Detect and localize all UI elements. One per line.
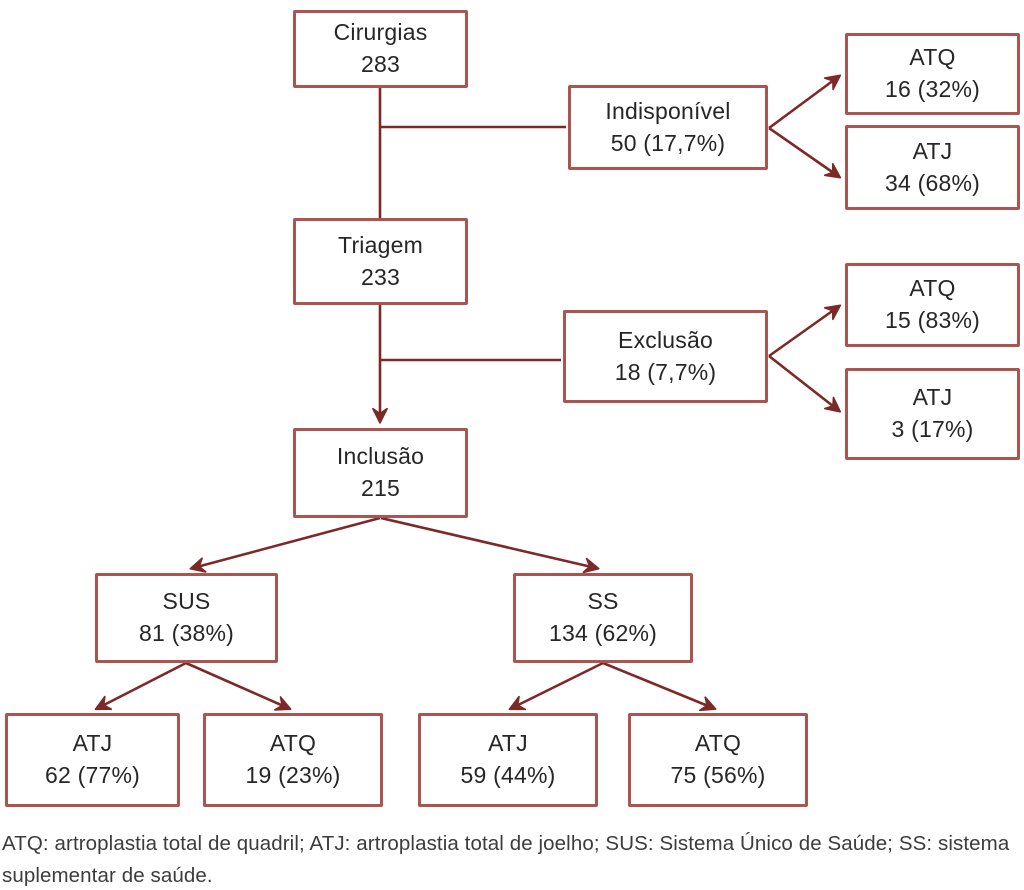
node-label: ATQ	[909, 44, 956, 71]
node-label: SUS	[162, 588, 211, 615]
node-atq-ss: ATQ 75 (56%)	[628, 713, 808, 807]
node-value: 50 (17,7%)	[610, 129, 726, 156]
connector-lines	[94, 74, 842, 712]
node-value: 81 (38%)	[139, 620, 234, 646]
node-cirurgias: Cirurgias 283	[293, 10, 468, 88]
node-label: ATQ	[269, 730, 317, 757]
node-atj-ss: ATJ 59 (44%)	[418, 713, 598, 807]
node-value: 59 (44%)	[460, 762, 556, 788]
node-value: 134 (62%)	[549, 620, 657, 646]
node-ss: SS 134 (62%)	[513, 573, 693, 663]
node-label: ATJ	[912, 137, 953, 164]
node-value: 75 (56%)	[670, 762, 766, 788]
node-value: 215	[361, 475, 400, 501]
node-value: 233	[361, 263, 400, 290]
node-value: 283	[361, 51, 400, 77]
node-label: ATJ	[72, 730, 113, 757]
node-label: Inclusão	[336, 443, 425, 470]
node-label: Exclusão	[618, 326, 713, 353]
node-label: ATJ	[912, 384, 953, 411]
legend-caption: ATQ: artroplastia total de quadril; ATJ:…	[2, 832, 1010, 887]
node-label: Indisponível	[605, 97, 731, 124]
node-atj-exclusao: ATJ 3 (17%)	[845, 368, 1020, 460]
node-sus: SUS 81 (38%)	[95, 573, 278, 663]
node-label: ATQ	[694, 730, 742, 757]
node-value: 19 (23%)	[245, 762, 341, 788]
node-inclusao: Inclusão 215	[293, 428, 468, 518]
node-exclusao: Exclusão 18 (7,7%)	[563, 310, 768, 403]
node-value: 3 (17%)	[891, 416, 974, 442]
node-value: 18 (7,7%)	[614, 358, 717, 385]
node-label: Triagem	[338, 231, 423, 258]
node-triagem: Triagem 233	[293, 218, 468, 305]
node-atj-sus: ATJ 62 (77%)	[5, 713, 180, 807]
node-value: 16 (32%)	[885, 76, 980, 102]
node-label: Cirurgias	[333, 19, 428, 46]
node-value: 34 (68%)	[885, 169, 980, 196]
node-label: ATJ	[488, 730, 528, 757]
node-label: SS	[587, 588, 619, 615]
node-value: 62 (77%)	[45, 762, 140, 788]
node-indisponivel: Indisponível 50 (17,7%)	[568, 85, 768, 170]
node-label: ATQ	[909, 275, 956, 302]
node-value: 15 (83%)	[885, 307, 980, 333]
node-atq-indisponivel: ATQ 16 (32%)	[845, 33, 1020, 115]
node-atq-sus: ATQ 19 (23%)	[203, 713, 383, 807]
node-atq-exclusao: ATQ 15 (83%)	[845, 263, 1020, 347]
node-atj-indisponivel: ATJ 34 (68%)	[845, 125, 1020, 210]
